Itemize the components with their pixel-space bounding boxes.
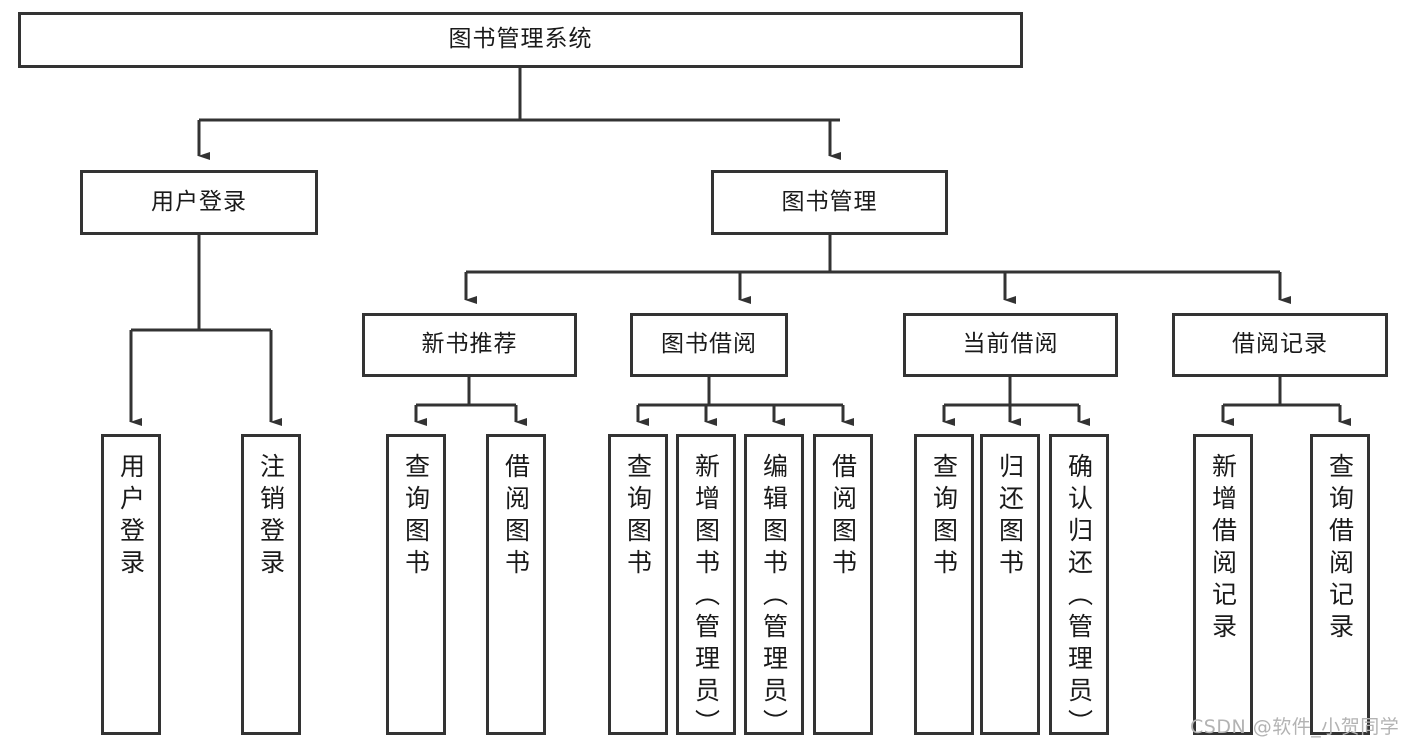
leaf-borrow-query-book[interactable]: 查询图书 (608, 434, 668, 735)
leaf-user-login[interactable]: 用户登录 (101, 434, 161, 735)
node-label: 查询借阅记录 (1325, 453, 1355, 645)
node-label: 借阅图书 (828, 453, 858, 581)
node-label: 查询图书 (623, 453, 653, 581)
leaf-borrow-add-book-admin[interactable]: 新增图书（管理员） (676, 434, 736, 741)
node-borrow-record[interactable]: 借阅记录 (1172, 313, 1388, 377)
node-label: 借阅图书 (501, 453, 531, 581)
node-label: 图书管理 (781, 188, 878, 215)
leaf-record-query-record[interactable]: 查询借阅记录 (1310, 434, 1370, 735)
node-label: 注销登录 (256, 453, 286, 581)
node-label: 新增借阅记录 (1208, 453, 1238, 645)
node-label: 借阅记录 (1232, 331, 1328, 358)
node-root-system[interactable]: 图书管理系统 (18, 12, 1023, 68)
node-book-management[interactable]: 图书管理 (711, 170, 948, 235)
node-label: 查询图书 (929, 453, 959, 581)
node-current-borrow[interactable]: 当前借阅 (903, 313, 1118, 377)
node-label: 用户登录 (116, 453, 146, 581)
leaf-current-return-book[interactable]: 归还图书 (980, 434, 1040, 735)
leaf-user-logout[interactable]: 注销登录 (241, 434, 301, 735)
leaf-recommend-query-book[interactable]: 查询图书 (386, 434, 446, 735)
node-label: 查询图书 (401, 453, 431, 581)
leaf-borrow-edit-book-admin[interactable]: 编辑图书（管理员） (744, 434, 804, 741)
leaf-record-add-record[interactable]: 新增借阅记录 (1193, 434, 1253, 735)
node-label: 编辑图书（管理员） (759, 453, 789, 741)
leaf-recommend-borrow-book[interactable]: 借阅图书 (486, 434, 546, 735)
node-book-borrow[interactable]: 图书借阅 (630, 313, 788, 377)
node-label: 确认归还（管理员） (1064, 453, 1094, 741)
csdn-watermark: CSDN @软件_小贺同学 (1190, 716, 1400, 738)
node-label: 新增图书（管理员） (691, 453, 721, 741)
node-label: 归还图书 (995, 453, 1025, 581)
leaf-borrow-borrow-book[interactable]: 借阅图书 (813, 434, 873, 735)
node-label: 图书管理系统 (448, 26, 593, 53)
node-new-book-recommend[interactable]: 新书推荐 (362, 313, 577, 377)
node-label: 新书推荐 (421, 331, 518, 358)
node-user-login[interactable]: 用户登录 (80, 170, 318, 235)
node-label: 用户登录 (151, 188, 247, 215)
leaf-current-confirm-return-admin[interactable]: 确认归还（管理员） (1049, 434, 1109, 741)
node-label: 图书借阅 (661, 331, 757, 358)
node-label: 当前借阅 (962, 331, 1059, 358)
leaf-current-query-book[interactable]: 查询图书 (914, 434, 974, 735)
